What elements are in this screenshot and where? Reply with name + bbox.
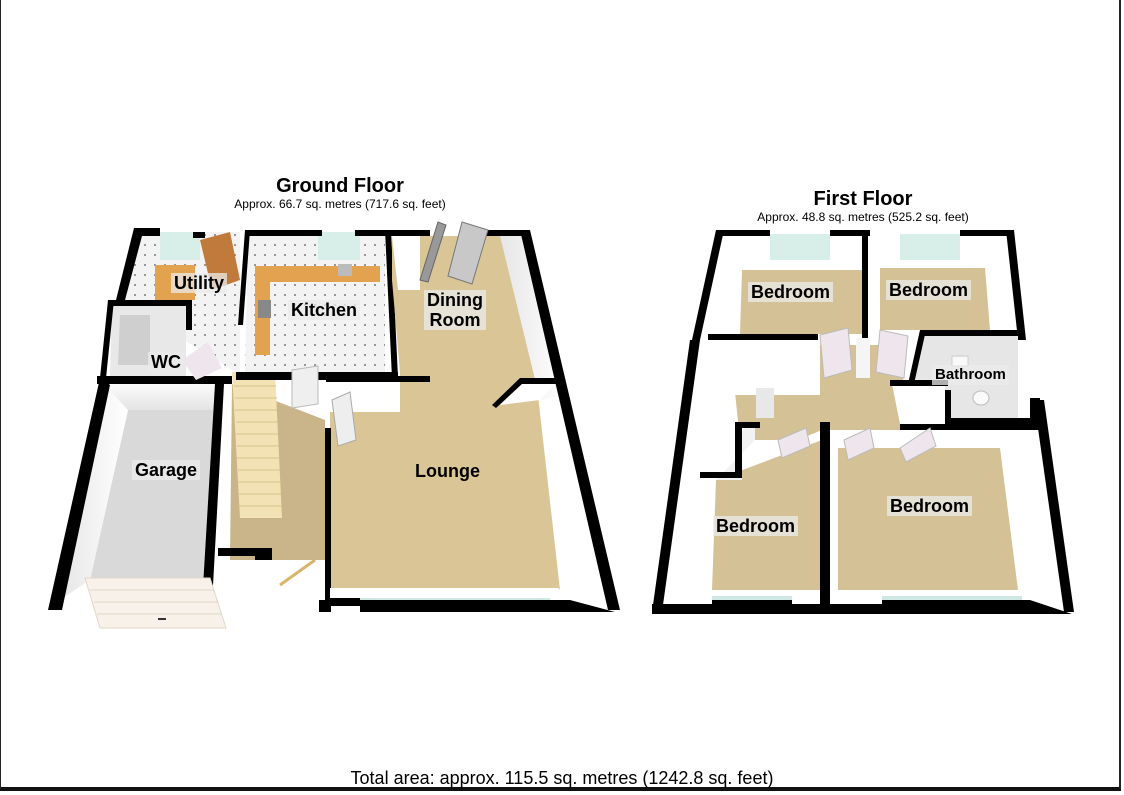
bedroom-top-right-label: Bedroom [886,280,972,300]
utility-label: Utility [171,273,228,293]
dining-room-label: Dining Room [424,290,486,330]
bedroom-bottom-right-room [830,400,1074,614]
garage-label: Garage [132,460,201,480]
landing [708,327,909,440]
total-area-caption: Total area: approx. 115.5 sq. metres (12… [350,768,774,788]
dining-room-label-line2: Room [429,310,481,330]
first-floor-heading: First Floor Approx. 48.8 sq. metres (525… [730,188,996,224]
dining-lounge-room [319,221,620,612]
dining-room-label-line1: Dining [427,290,483,310]
bedroom-top-left-label: Bedroom [748,282,834,302]
first-floor-title: First Floor [813,188,913,210]
garage-room [48,376,232,629]
ground-floor-title: Ground Floor [276,175,404,197]
bedroom-bottom-left-label: Bedroom [713,516,799,536]
kitchen-room [236,230,398,409]
bedroom-bottom-right-label: Bedroom [887,496,973,516]
wc-label: WC [148,352,184,372]
ground-floor-area: Approx. 66.7 sq. metres (717.6 sq. feet) [234,197,446,211]
bathroom-label: Bathroom [932,365,1009,385]
first-floor-area: Approx. 48.8 sq. metres (525.2 sq. feet) [757,210,969,224]
kitchen-label: Kitchen [288,300,361,320]
ground-floor-heading: Ground Floor Approx. 66.7 sq. metres (71… [200,175,480,211]
lounge-label: Lounge [415,461,480,481]
hallway [218,372,325,587]
ground-floor-plan [48,221,620,629]
first-floor-plan [652,230,1074,614]
